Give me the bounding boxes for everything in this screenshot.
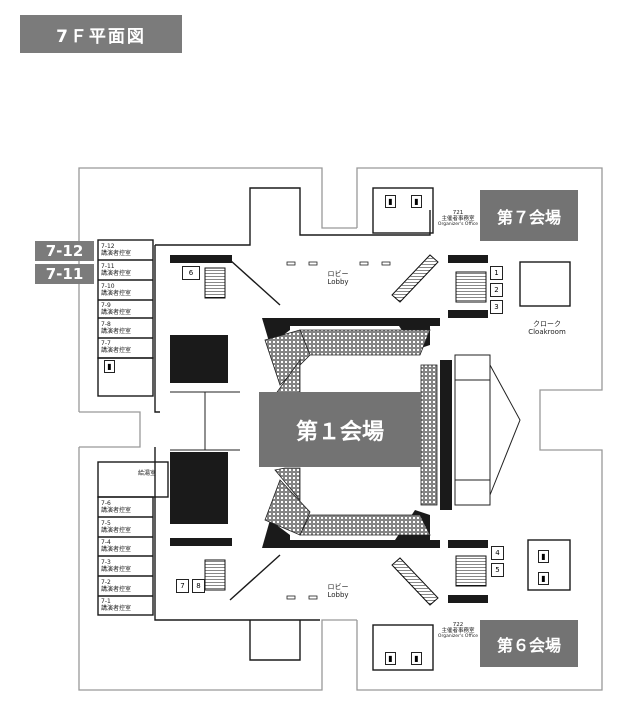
room-number: 7-10	[101, 283, 115, 290]
elevator-4: 4	[491, 546, 504, 560]
lobby-markers	[286, 261, 391, 600]
room-tag-7-12: 7-12	[35, 241, 94, 261]
room-name: 講演者控室	[101, 527, 132, 534]
room-name: 講演者控室	[101, 250, 132, 257]
lobby-bottom: ロビー Lobby	[318, 583, 358, 599]
elevator-3: 3	[490, 300, 503, 314]
restroom-icon: ▮	[538, 550, 549, 563]
elevator-6: 6	[182, 266, 200, 280]
office-name-en: Organizer's Office	[437, 222, 479, 227]
room-number: 7-1	[101, 598, 111, 605]
stage	[170, 354, 521, 506]
seating	[264, 329, 438, 536]
room-number: 7-9	[101, 302, 111, 309]
lobby-label-en: Lobby	[327, 278, 349, 286]
lobby-top: ロビー Lobby	[318, 270, 358, 286]
lobby-label-jp: ロビー	[327, 583, 349, 591]
restroom-icon: ▮	[538, 572, 549, 585]
room-name: 講演者控室	[101, 347, 132, 354]
room-name: 講演者控室	[101, 328, 132, 335]
hall-1-label: 第１会場	[259, 392, 421, 467]
elevator-2: 2	[490, 283, 503, 297]
room-number: 7-6	[101, 500, 111, 507]
elevator-1: 1	[490, 266, 503, 280]
room-number: 7-11	[101, 263, 115, 270]
cloakroom-label-en: Cloakroom	[528, 328, 566, 336]
room-name: 講演者控室	[101, 605, 132, 612]
cloakroom: クローク Cloakroom	[525, 320, 569, 336]
stairs	[204, 254, 487, 606]
hall-6-label: 第６会場	[480, 620, 578, 667]
lobby-label-en: Lobby	[327, 591, 349, 599]
office-name-jp: 主催者事務室	[441, 628, 475, 634]
room-number: 7-3	[101, 559, 111, 566]
office-number: 722	[452, 622, 464, 628]
restroom-icon: ▮	[385, 195, 396, 208]
restroom-icon: ▮	[411, 652, 422, 665]
lobby-label-jp: ロビー	[327, 270, 349, 278]
floor-title: 7Ｆ平面図	[20, 15, 182, 53]
room-name: 講演者控室	[101, 586, 132, 593]
room-name: 講演者控室	[101, 290, 132, 297]
cloakroom-label-jp: クローク	[533, 320, 561, 328]
elevator-7: 7	[176, 579, 189, 593]
office-name-jp: 主催者事務室	[441, 216, 475, 222]
office-number: 721	[452, 210, 464, 216]
hall-7-label: 第７会場	[480, 190, 578, 241]
room-name: 講演者控室	[101, 566, 132, 573]
room-number: 7-4	[101, 539, 111, 546]
room-name: 講演者控室	[101, 507, 132, 514]
elevator-5: 5	[491, 563, 504, 577]
room-name: 講演者控室	[101, 270, 132, 277]
room-name: 講演者控室	[101, 546, 132, 553]
room-number: 7-12	[101, 243, 115, 250]
elevator-8: 8	[192, 579, 205, 593]
walls	[97, 187, 571, 671]
kitchenette: 給湯室	[138, 470, 157, 477]
organizer-office-721: 721 主催者事務室 Organizer's Office	[436, 210, 480, 228]
organizer-office-722: 722 主催者事務室 Organizer's Office	[436, 622, 480, 640]
room-name: 講演者控室	[101, 309, 132, 316]
room-number: 7-2	[101, 579, 111, 586]
restroom-icon: ▮	[411, 195, 422, 208]
room-number: 7-7	[101, 340, 111, 347]
office-name-en: Organizer's Office	[437, 634, 479, 639]
restroom-icon: ▮	[104, 360, 115, 373]
restroom-icon: ▮	[385, 652, 396, 665]
room-number: 7-5	[101, 520, 111, 527]
room-tag-7-11: 7-11	[35, 264, 94, 284]
room-number: 7-8	[101, 321, 111, 328]
